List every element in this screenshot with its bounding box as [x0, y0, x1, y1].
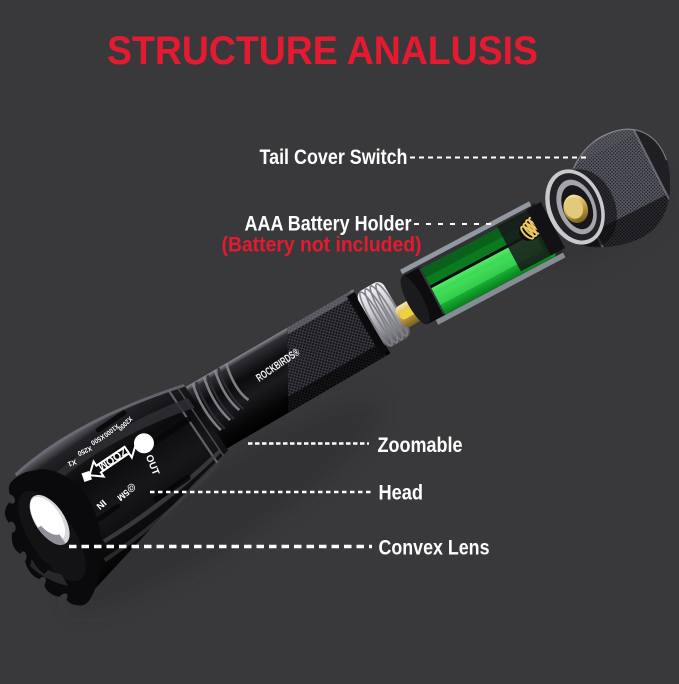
svg-text:Zoomable: Zoomable	[378, 434, 463, 457]
svg-text:Tail Cover Switch: Tail Cover Switch	[260, 145, 408, 169]
svg-text:Convex Lens: Convex Lens	[379, 537, 490, 560]
svg-text:(Battery not included): (Battery not included)	[222, 233, 422, 257]
svg-text:STRUCTURE ANALUSIS: STRUCTURE ANALUSIS	[107, 29, 538, 73]
svg-text:X1: X1	[66, 458, 77, 468]
svg-text:AAA Battery Holder: AAA Battery Holder	[245, 212, 413, 236]
svg-text:Head: Head	[379, 482, 424, 505]
